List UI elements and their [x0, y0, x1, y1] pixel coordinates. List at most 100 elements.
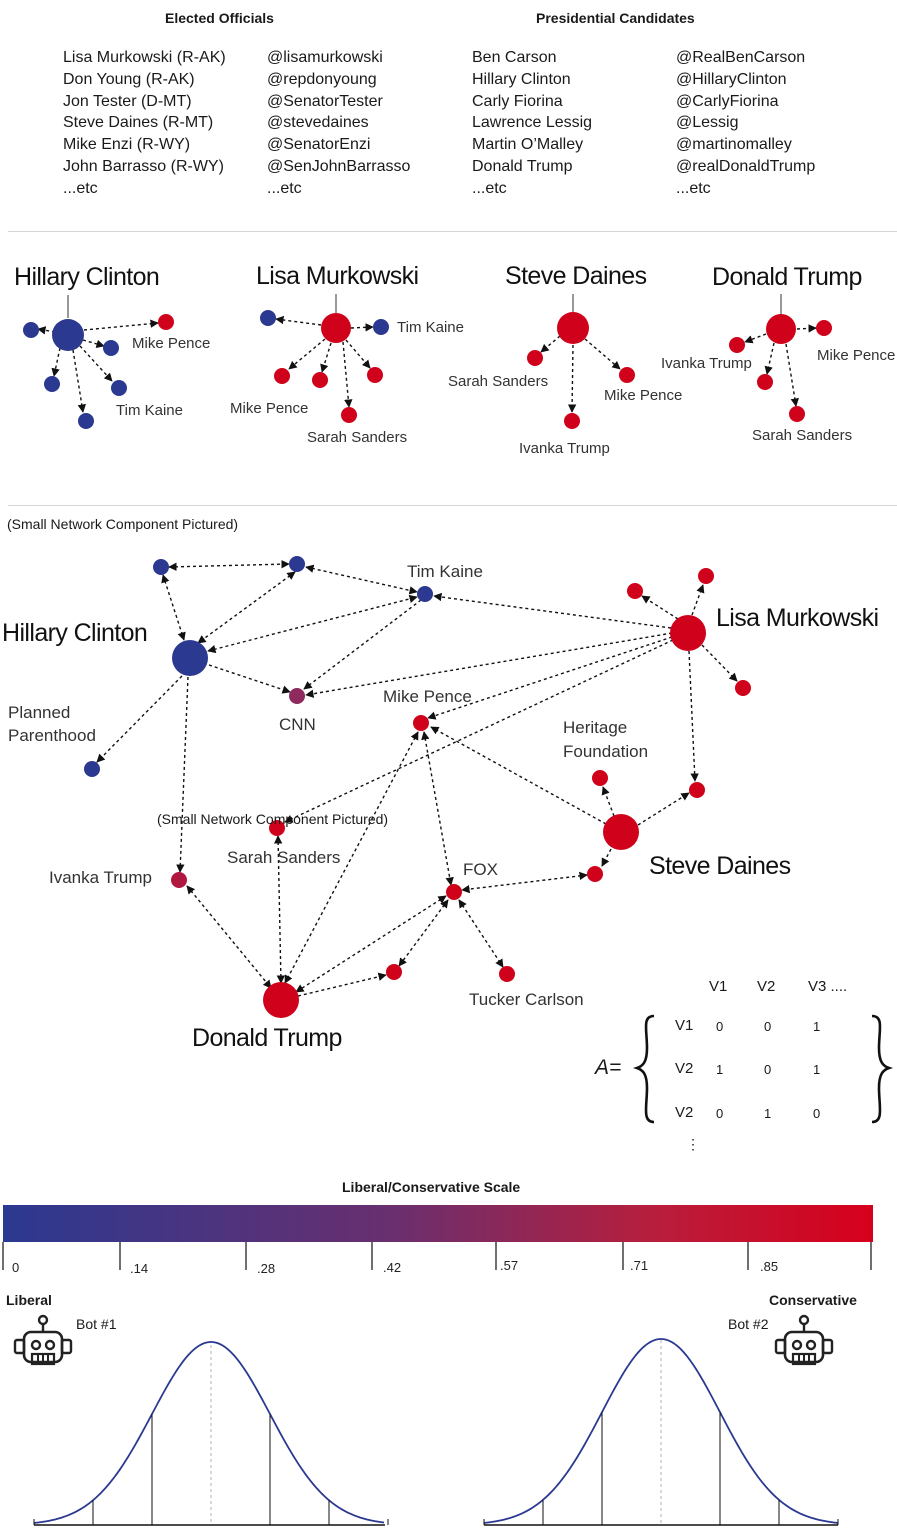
list-item: ...etc [63, 179, 98, 197]
label-ivanka-trump: Ivanka Trump [49, 868, 152, 887]
ego-label-sarah-sanders: Sarah Sanders [448, 373, 549, 390]
edge [691, 584, 705, 616]
matrix-lhs: A= [595, 1056, 622, 1079]
matrix-col-header: V2 [757, 978, 776, 995]
edge [601, 848, 612, 867]
edge [176, 676, 189, 873]
ego-title-daines: Steve Daines [505, 262, 647, 290]
label-cnn: CNN [279, 715, 316, 734]
list-item: ...etc [472, 179, 507, 197]
ego-title-murkowski: Lisa Murkowski [256, 262, 419, 290]
ego-label-tim-kaine: Tim Kaine [397, 319, 464, 336]
edge [303, 599, 422, 690]
matrix-cell: 0 [764, 1062, 772, 1077]
list-item: @SenJohnBarrasso [267, 157, 411, 175]
divider [8, 231, 897, 232]
node [689, 782, 705, 798]
list-item: @repdonyoung [267, 70, 377, 88]
edge [641, 595, 679, 620]
edge [72, 349, 86, 413]
matrix-row-label: V1 [675, 1017, 694, 1034]
matrix-cell: 0 [813, 1106, 821, 1121]
presidential-names-list: Ben Carson Hillary Clinton Carly Fiorina… [472, 47, 592, 200]
hub-node-daines [603, 814, 639, 850]
edge [398, 899, 449, 967]
ego-label-sarah-sanders: Sarah Sanders [307, 429, 408, 446]
node-mike-pence [274, 368, 290, 384]
edge [83, 319, 159, 331]
hub-label-murkowski: Lisa Murkowski [716, 604, 879, 632]
ego-label-mike-pence: Mike Pence [230, 400, 309, 417]
edge [796, 324, 817, 333]
scale-title: Liberal/Conservative Scale [342, 1179, 521, 1195]
list-item: @HillaryClinton [676, 70, 787, 88]
ego-network-daines [527, 294, 635, 429]
bell-curve-line [33, 1341, 385, 1524]
node-tucker-carlson [499, 966, 515, 982]
hub-node-murkowski [321, 313, 351, 343]
label-heritage-line2: Foundation [563, 742, 649, 761]
node [260, 310, 276, 326]
robot-icon [11, 1314, 75, 1376]
label-tucker-carlson: Tucker Carlson [469, 990, 584, 1009]
matrix-right-brace [871, 1014, 894, 1124]
node [587, 866, 603, 882]
sd-lines [483, 1412, 839, 1525]
presidential-handles-list: @RealBenCarson @HillaryClinton @CarlyFio… [676, 47, 815, 200]
liberal-label: Liberal [6, 1292, 52, 1308]
list-item: @martinomalley [676, 136, 792, 154]
edge [305, 564, 418, 595]
node [386, 964, 402, 980]
node-ivanka-trump [564, 413, 580, 429]
hub-label-clinton: Hillary Clinton [2, 619, 148, 647]
ego-network-trump [729, 294, 832, 422]
edge [305, 632, 673, 698]
list-item: @SenatorTester [267, 92, 383, 110]
edge [295, 895, 447, 993]
ego-label-sarah-sanders: Sarah Sanders [752, 427, 853, 444]
edge [82, 339, 105, 348]
network-caption: (Small Network Component Pictured) [7, 516, 239, 532]
list-item: @stevedaines [267, 114, 369, 132]
node-fox [446, 884, 462, 900]
node [289, 556, 305, 572]
edge [37, 326, 56, 335]
node-tim-kaine [417, 586, 433, 602]
list-item: Lawrence Lessig [472, 114, 593, 132]
edge [51, 347, 61, 377]
overlap-caption: (Small Network Component Pictured) [157, 811, 389, 827]
edge [320, 342, 332, 373]
node-ivanka-trump [729, 337, 745, 353]
matrix-cell: 0 [716, 1106, 724, 1121]
edge [688, 650, 699, 782]
list-item: Ben Carson [472, 49, 557, 66]
matrix-cell: 0 [716, 1019, 724, 1034]
hub-node-clinton [52, 319, 84, 351]
edge [427, 636, 673, 720]
node-mike-pence [413, 715, 429, 731]
matrix-row-label: V2 [675, 1060, 694, 1077]
list-item: ...etc [676, 179, 711, 197]
matrix-cell: 1 [813, 1062, 821, 1077]
node [627, 583, 643, 599]
edge [540, 335, 561, 353]
matrix-cell: 0 [764, 1019, 772, 1034]
node-mike-pence [816, 320, 832, 336]
list-item: Steve Daines (R-MT) [63, 114, 214, 132]
node-sarah-sanders [341, 407, 357, 423]
edge [207, 594, 418, 654]
bot1-label: Bot #1 [76, 1316, 117, 1332]
matrix-col-header: V3 .... [808, 978, 848, 995]
edge [461, 871, 588, 894]
ego-label-tim-kaine: Tim Kaine [116, 402, 183, 419]
hub-label-trump: Donald Trump [192, 1024, 342, 1052]
matrix-row-label: V2 [675, 1104, 694, 1121]
presidential-candidates-title: Presidential Candidates [536, 10, 695, 26]
node [735, 680, 751, 696]
matrix-cell: 1 [716, 1062, 724, 1077]
list-item: @SenatorEnzi [267, 136, 371, 154]
bell-curve-line [483, 1338, 839, 1524]
bell-curve-bot1 [33, 1341, 389, 1526]
scale-tick-label: .14 [130, 1261, 149, 1276]
ego-label-mike-pence: Mike Pence [604, 387, 683, 404]
